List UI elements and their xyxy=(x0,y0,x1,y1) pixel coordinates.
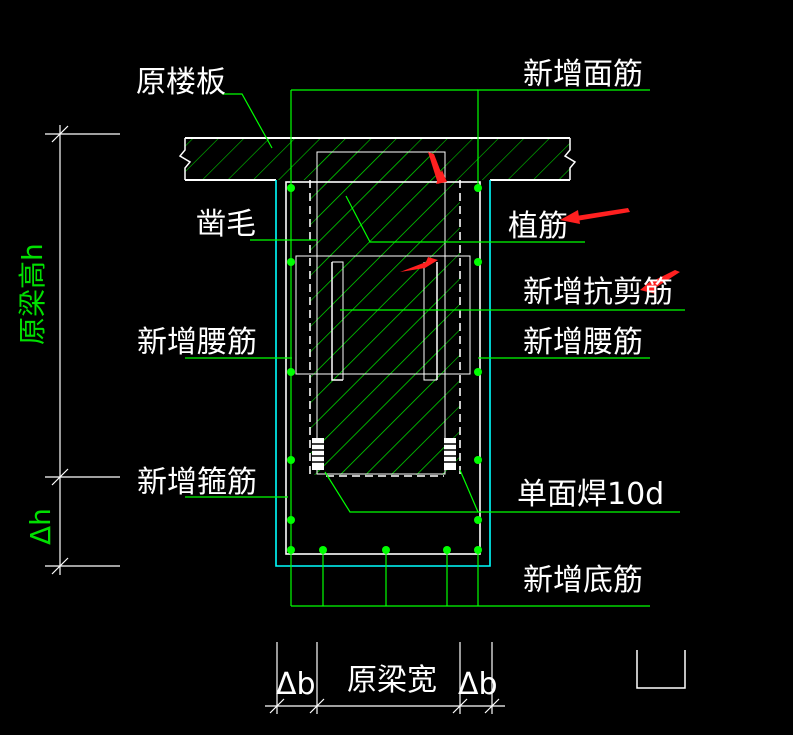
rebar-dot xyxy=(474,456,482,464)
weld-marks xyxy=(312,438,456,470)
rebar-dot xyxy=(474,258,482,266)
height-dimension xyxy=(45,125,120,575)
shear-rebar-lines xyxy=(331,261,438,381)
label-new-waist-rebar-right: 新增腰筋 xyxy=(523,325,643,360)
dim-original-beam-height: 原梁高h xyxy=(16,243,49,345)
label-new-shear-rebar: 新增抗剪筋 xyxy=(523,275,673,310)
original-beam xyxy=(309,151,461,477)
red-arrow-icon xyxy=(400,152,680,294)
rebar-dot xyxy=(474,516,482,524)
label-new-stirrup: 新增箍筋 xyxy=(137,465,257,500)
label-original-slab: 原楼板 xyxy=(136,65,226,100)
label-new-top-rebar: 新增面筋 xyxy=(523,57,643,92)
label-single-side-weld: 单面焊10d xyxy=(517,477,664,512)
new-section-outline xyxy=(275,180,491,567)
label-new-waist-rebar-left: 新增腰筋 xyxy=(137,325,257,360)
label-new-bottom-rebar: 新增底筋 xyxy=(523,563,643,598)
label-planted-rebar: 植筋 xyxy=(508,209,568,244)
rebar-dot xyxy=(474,368,482,376)
dim-delta-b-right: Δb xyxy=(458,667,498,702)
ucs-corner-icon xyxy=(636,650,686,689)
leader-lines xyxy=(185,89,685,607)
dim-original-beam-width: 原梁宽 xyxy=(347,663,437,698)
width-dimension xyxy=(265,642,505,714)
label-roughening: 凿毛 xyxy=(196,207,256,242)
dim-delta-h: Δh xyxy=(24,508,57,545)
dim-delta-b-left: Δb xyxy=(276,667,316,702)
